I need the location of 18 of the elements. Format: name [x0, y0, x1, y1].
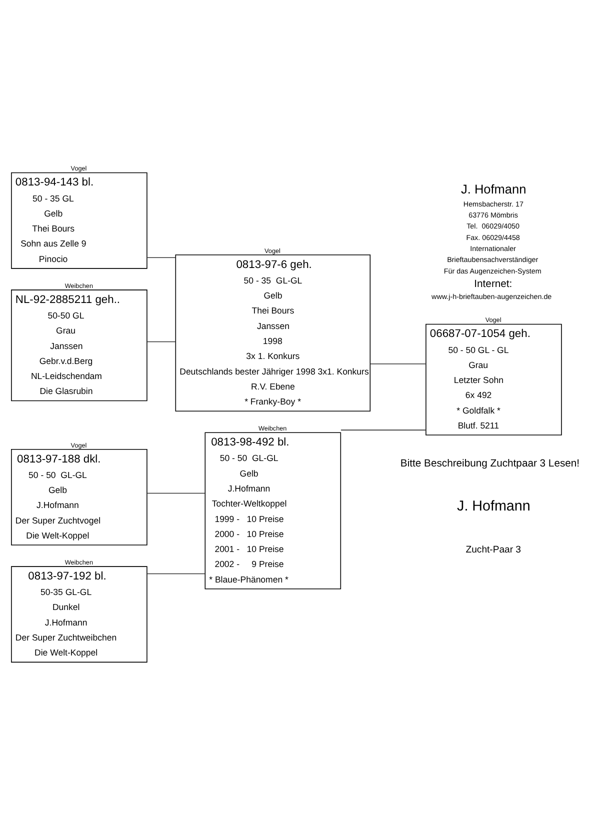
connector — [370, 362, 426, 364]
connector — [146, 492, 206, 494]
connector — [146, 572, 206, 574]
label: Internet: — [474, 278, 512, 290]
label: J. Hofmann — [457, 498, 530, 514]
node-box: 0813-97-192 bl. 50-35 GL-GL Dunkel J.Hofmann Der Super Zuchtweibchen Die Welt-Koppel — [11, 566, 148, 662]
node-box: 0813-97-188 dkl. 50 - 50 GL-GL Gelb J.Hofmann Der Super Zuchtvogel Die Welt-Koppel — [11, 448, 148, 545]
connector — [146, 256, 176, 258]
connector — [146, 340, 176, 342]
label: Zucht-Paar 3 — [466, 544, 521, 556]
node-box: 0813-94-143 bl. 50 - 35 GL Gelb Thei Bours Sohn aus Zelle 9 Pinocio — [11, 172, 148, 268]
node-box: 0813-98-492 bl. 50 - 50 GL-GL Gelb J.Hofmann Tochter-Weltkoppel 1999 - 10 Preise 2000 - 10 Preise 2001 - 10 Preise 2002 - 9 Preise * Blaue-Phänomen * — [204, 432, 342, 589]
node-box: 0813-97-6 geh. 50 - 35 GL-GL Gelb Thei Bours Janssen 1998 3x 1. Konkurs Deutschlands bester Jähriger 1998 3x1. Konkurs R.V. Ebene * Franky-Boy * — [175, 254, 371, 411]
label: Bitte Beschreibung Zuchtpaar 3 Lesen! — [400, 458, 580, 469]
connector — [340, 429, 426, 430]
node-box: NL-92-2885211 geh.. 50-50 GL Grau Janssen Gebr.v.d.Berg NL-Leidschendam Die Glasrubin — [11, 289, 148, 401]
label: J. Hofmann — [461, 180, 526, 196]
node-box: 06687-07-1054 geh. 50 - 50 GL - GL Grau Letzter Sohn 6x 492 * Goldfalk * Blutf. 5211 — [426, 323, 562, 435]
